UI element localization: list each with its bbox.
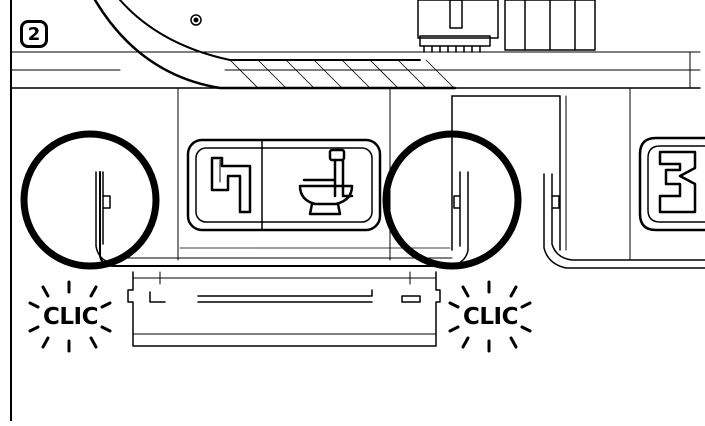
clip-hook-far-right: [543, 173, 705, 269]
clip-hook-right: [451, 171, 469, 267]
clip-hook-left: [95, 171, 111, 263]
hatching: [229, 59, 455, 89]
housing-inner-curve: [119, 0, 421, 61]
module-label-4: [186, 138, 382, 232]
clic-burst-left: [28, 280, 112, 353]
lower-tray: [127, 271, 441, 347]
clic-burst-right: [448, 280, 532, 353]
housing-curve: [93, 0, 457, 90]
screw-icon: [190, 14, 202, 26]
gear-mechanism: [417, 0, 596, 53]
clic-label-right: CLIC: [463, 304, 518, 330]
toilet-icon: [298, 148, 354, 216]
module-label-3: [638, 136, 705, 232]
clic-label-left: CLIC: [43, 304, 98, 330]
highlight-circle-left: [20, 130, 160, 270]
step-number-badge: 2: [20, 20, 48, 48]
highlight-circle-right: [382, 130, 522, 270]
